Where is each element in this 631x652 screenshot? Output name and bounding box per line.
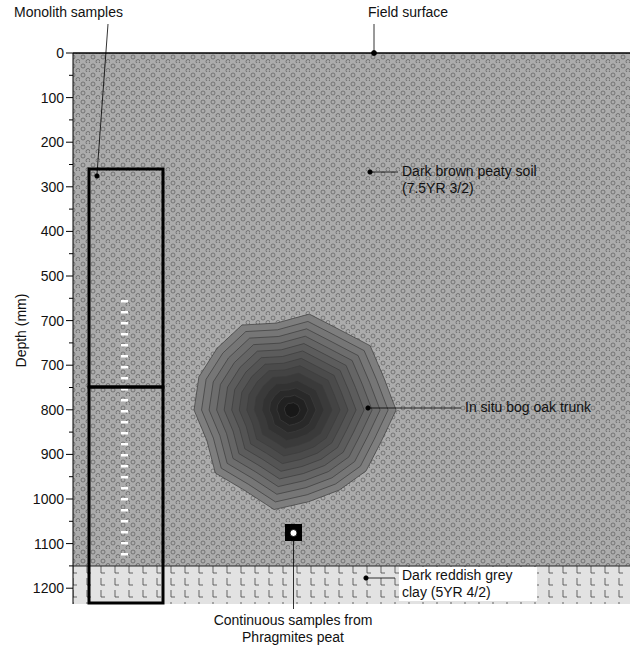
tick-mark <box>66 276 73 277</box>
sample-dash <box>121 520 128 523</box>
tick-mark <box>66 588 73 589</box>
tree-ring <box>247 366 340 456</box>
tree-ring <box>262 380 324 440</box>
tick-mark <box>69 298 73 299</box>
tick-label: 100 <box>41 90 64 107</box>
sample-dash <box>121 443 128 446</box>
tick-mark <box>69 387 73 388</box>
tick-label: 800 <box>41 402 64 419</box>
clay-layer <box>73 566 630 604</box>
sample-dash <box>121 366 128 369</box>
tick-label: 300 <box>41 179 64 196</box>
tick-label: 1000 <box>33 491 64 508</box>
tick-mark <box>66 97 73 98</box>
tick-mark <box>69 164 73 165</box>
sample-dash <box>121 410 128 413</box>
monolith-box <box>89 387 163 603</box>
tick-mark <box>66 543 73 544</box>
sample-block <box>285 524 302 541</box>
leader-lines <box>95 24 461 609</box>
tick-mark <box>66 454 73 455</box>
sample-dash <box>121 421 128 424</box>
tree-ring <box>254 373 332 448</box>
tree-ring <box>209 329 380 494</box>
layer-boundary <box>73 566 630 567</box>
tick-label: 500 <box>41 268 64 285</box>
tick-label: 1200 <box>33 580 64 597</box>
sample-dash <box>121 553 128 556</box>
sample-dash <box>121 355 128 358</box>
sample-dash <box>121 333 128 336</box>
callout-label: Dark reddish grey clay (5YR 4/2) <box>399 567 537 601</box>
tree-ring <box>224 344 364 479</box>
sample-dash <box>121 531 128 534</box>
sample-dash <box>121 498 128 501</box>
tick-mark <box>69 253 73 254</box>
sample-dash <box>121 311 128 314</box>
tree-ring <box>217 336 372 486</box>
tick-mark <box>66 142 73 143</box>
tick-mark <box>66 499 73 500</box>
callout-label: Continuous samples from Phragmites peat <box>198 612 388 646</box>
tick-label: 0 <box>56 45 64 62</box>
tick-label: 200 <box>41 134 64 151</box>
tick-mark <box>69 209 73 210</box>
tick-label: 400 <box>41 223 64 240</box>
tick-mark <box>69 565 73 566</box>
sample-marks <box>121 300 128 556</box>
sample-dash <box>121 377 128 380</box>
tree-ring <box>194 314 396 509</box>
tick-mark <box>66 231 73 232</box>
tick-label: 900 <box>41 446 64 463</box>
callout-label: Field surface <box>368 4 448 21</box>
sample-point <box>290 530 297 537</box>
sample-dash <box>121 476 128 479</box>
tick-mark <box>66 53 73 54</box>
sample-dash <box>121 487 128 490</box>
sample-dash <box>121 465 128 468</box>
tree-ring <box>202 321 389 501</box>
axis-ticks <box>66 53 73 588</box>
tick-label: 1100 <box>34 536 64 553</box>
tree-ring <box>277 395 308 425</box>
sample-dash <box>121 509 128 512</box>
tick-mark <box>69 432 73 433</box>
callout-label: Dark brown peaty soil (7.5YR 3/2) <box>402 163 552 197</box>
tree-ring <box>269 388 316 433</box>
tick-label: 700 <box>41 313 64 330</box>
tick-mark <box>69 75 73 76</box>
monolith-box <box>89 169 163 387</box>
tree-ring <box>239 358 348 463</box>
sample-dash <box>121 399 128 402</box>
sample-dash <box>121 454 128 457</box>
tick-mark <box>69 342 73 343</box>
tick-mark <box>66 409 73 410</box>
tree-ring <box>284 403 300 418</box>
tick-mark <box>69 476 73 477</box>
sample-dash <box>121 432 128 435</box>
tick-label: 700 <box>41 357 64 374</box>
axis-title: Depth (mm) <box>14 293 31 367</box>
sample-dash <box>121 300 128 303</box>
tick-mark <box>66 365 73 366</box>
peat-layer <box>73 53 630 566</box>
sample-dash <box>121 542 128 545</box>
bog-oak-trunk <box>194 314 396 509</box>
tick-mark <box>66 186 73 187</box>
field-surface-line <box>73 52 630 54</box>
tick-mark <box>69 521 73 522</box>
sample-dash <box>121 344 128 347</box>
callout-label: In situ bog oak trunk <box>465 399 625 416</box>
tree-ring <box>232 351 356 471</box>
tick-mark <box>66 320 73 321</box>
sample-dash <box>121 322 128 325</box>
callout-label: Monolith samples <box>14 4 123 21</box>
tick-mark <box>69 119 73 120</box>
